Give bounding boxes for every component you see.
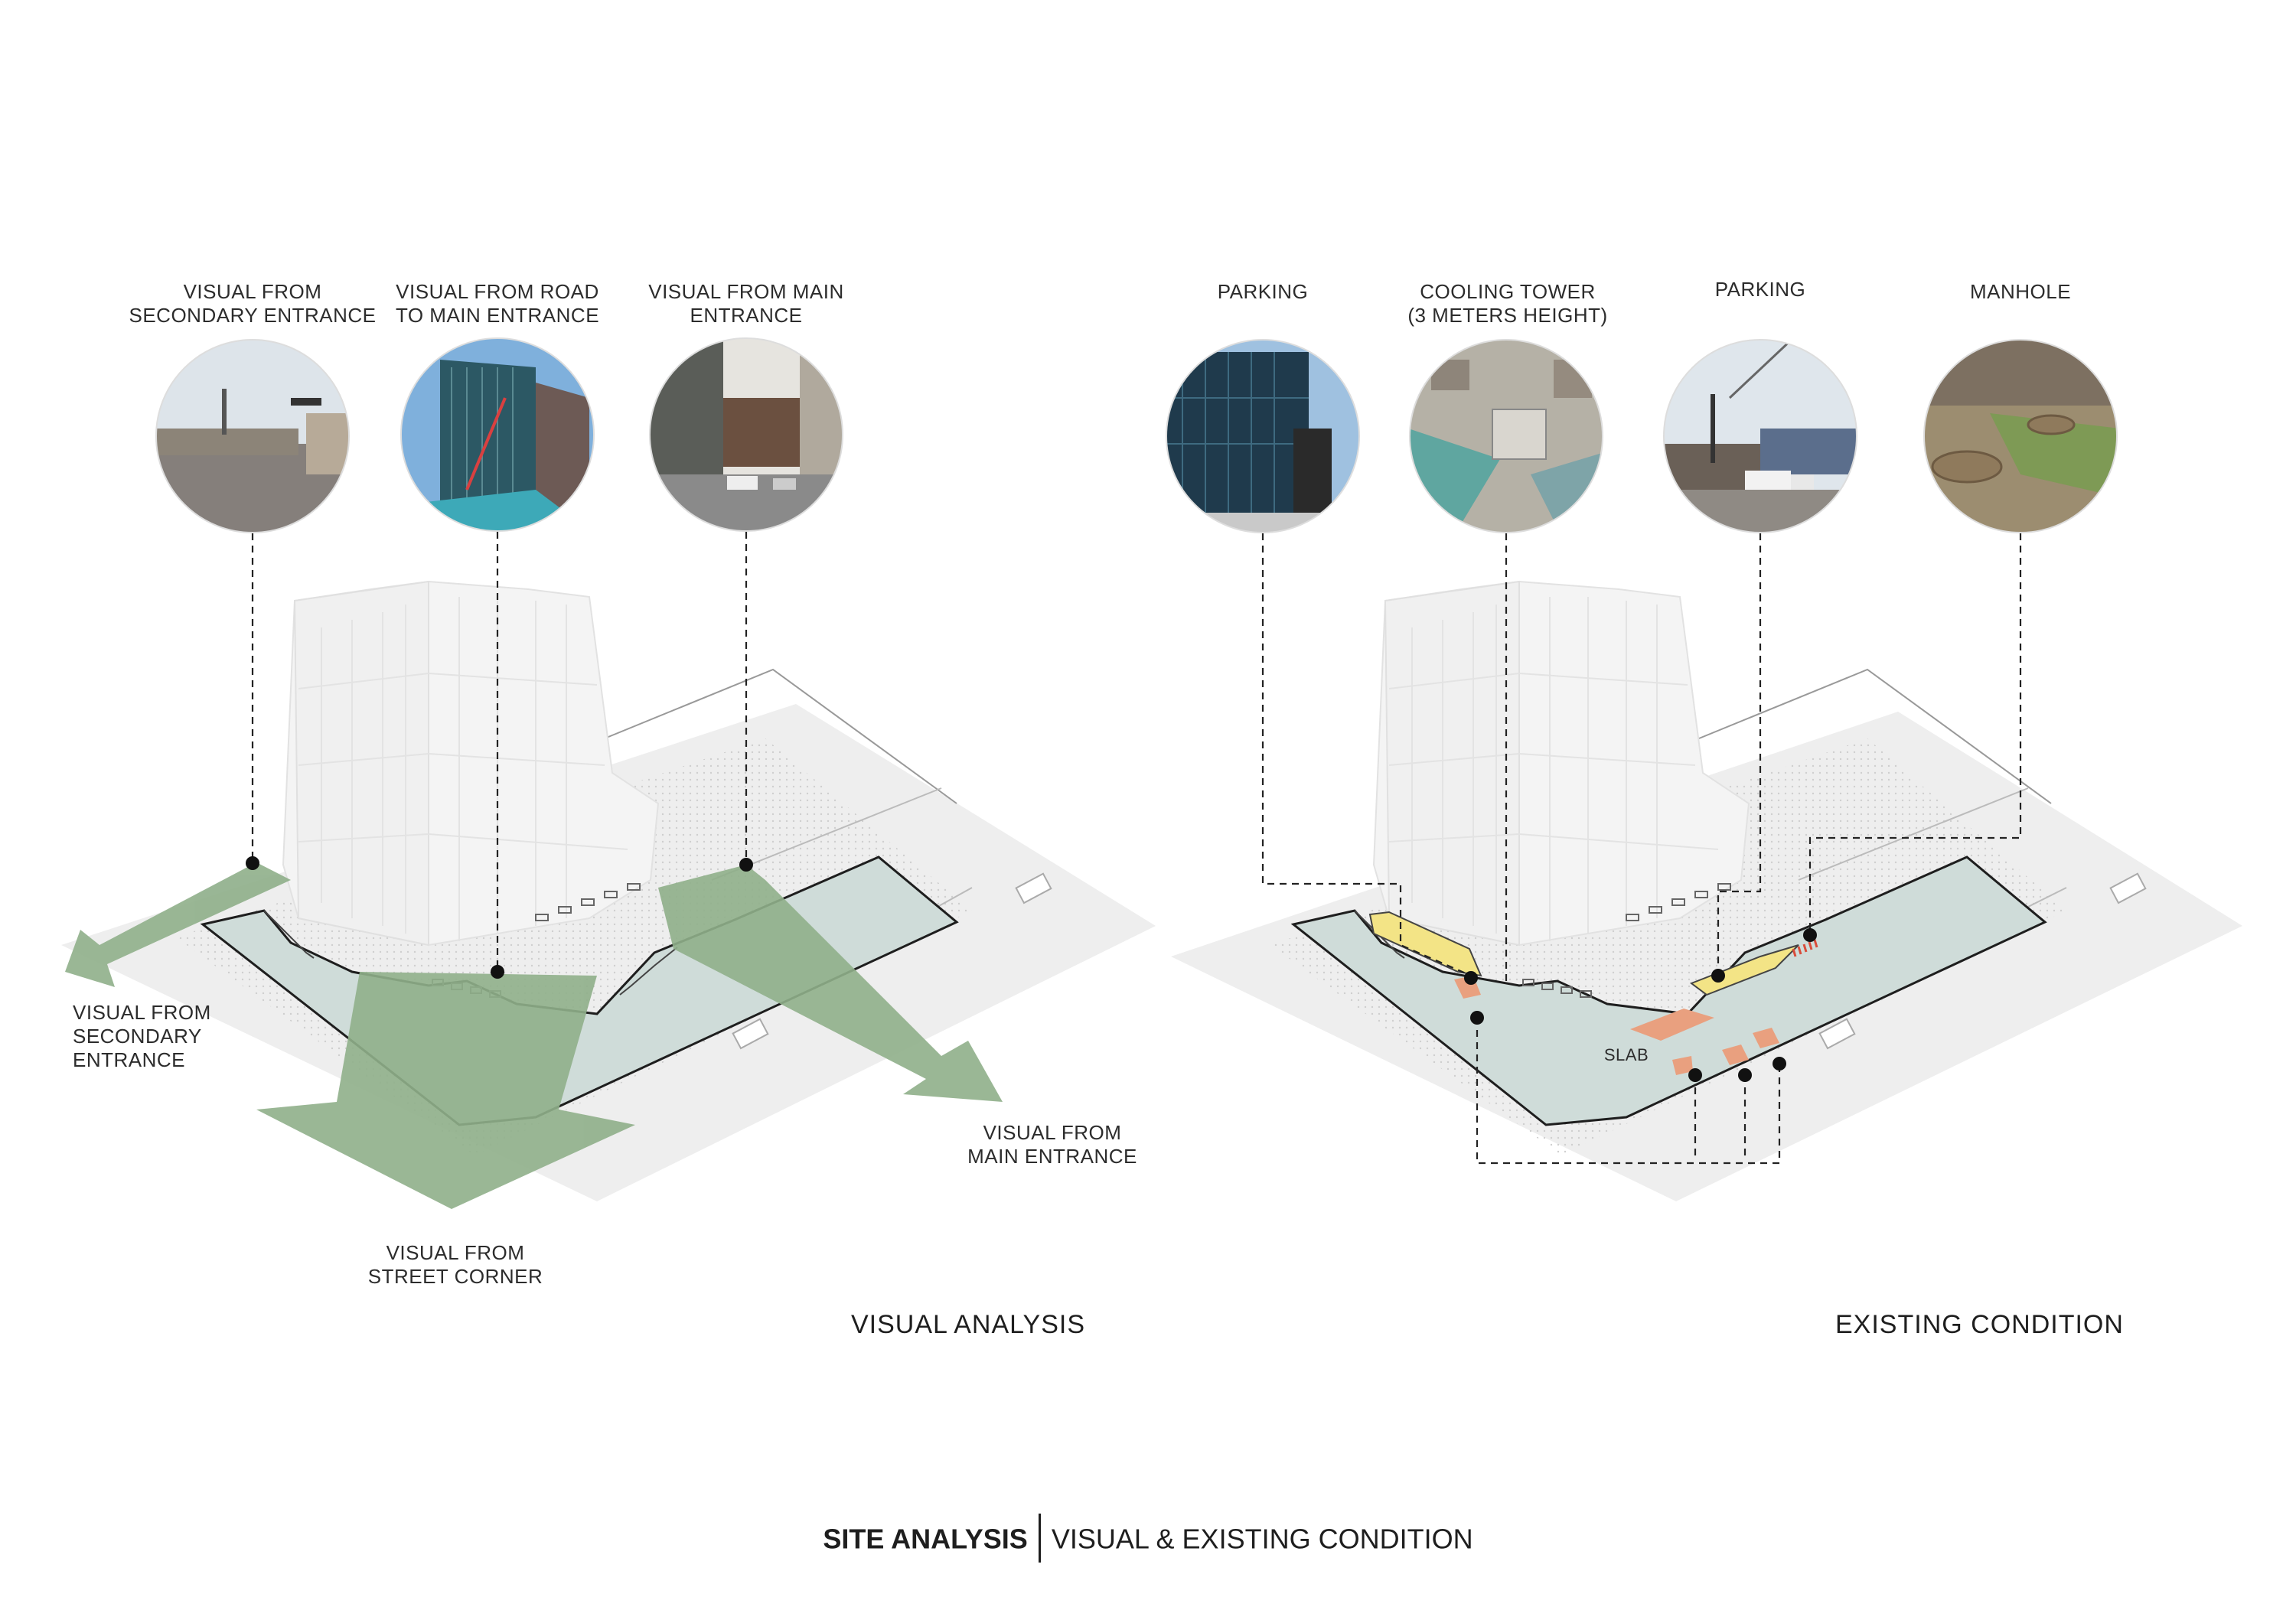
section-title-existing-condition: EXISTING CONDITION [1835,1310,2124,1339]
photo-label-main-entrance: VISUAL FROM MAIN ENTRANCE [648,280,844,327]
parking-zone-1 [1368,911,1482,977]
photo-road-to-main-entrance [400,337,595,532]
photo-main-entrance [649,337,843,532]
photo-label-cooling-tower: COOLING TOWER (3 METERS HEIGHT) [1407,280,1608,327]
photo-parking-1 [1166,339,1360,533]
section-title-visual-analysis: VISUAL ANALYSIS [851,1310,1086,1339]
view-arrow-main-entrance [658,865,1003,1102]
photo-label-parking-1: PARKING [1217,280,1309,303]
arrow-label-street-corner: VISUAL FROM STREET CORNER [367,1241,543,1288]
arrow-label-main-entrance: VISUAL FROM MAIN ENTRANCE [967,1121,1137,1168]
slab-mark [1630,1009,1714,1041]
photo-label-parking-2: PARKING [1714,278,1806,301]
footer-divider [1038,1514,1041,1563]
view-arrow-secondary-entrance [65,862,291,987]
visual-analysis-diagram [61,337,1156,1209]
footer-subtitle: VISUAL & EXISTING CONDITION [1051,1523,1473,1555]
photo-label-road-to-main-entrance: VISUAL FROM ROAD TO MAIN ENTRANCE [395,280,600,327]
slab-label: SLAB [1603,1045,1649,1064]
photo-cooling-tower [1409,339,1603,533]
photo-parking-2 [1663,339,1857,533]
arrow-label-secondary-entrance: VISUAL FROM SECONDARY ENTRANCE [73,1001,211,1071]
photo-label-manhole: MANHOLE [1969,280,2072,303]
existing-condition-diagram [1166,339,2242,1201]
photo-label-secondary-entrance: VISUAL FROM SECONDARY ENTRANCE [129,280,377,327]
footer-bold-title: SITE ANALYSIS [823,1523,1028,1555]
view-arrow-street-corner [256,972,635,1209]
photo-manhole [1923,339,2118,533]
photo-secondary-entrance [155,339,350,533]
sheet-footer-title: SITE ANALYSIS VISUAL & EXISTING CONDITION [0,1514,2296,1566]
